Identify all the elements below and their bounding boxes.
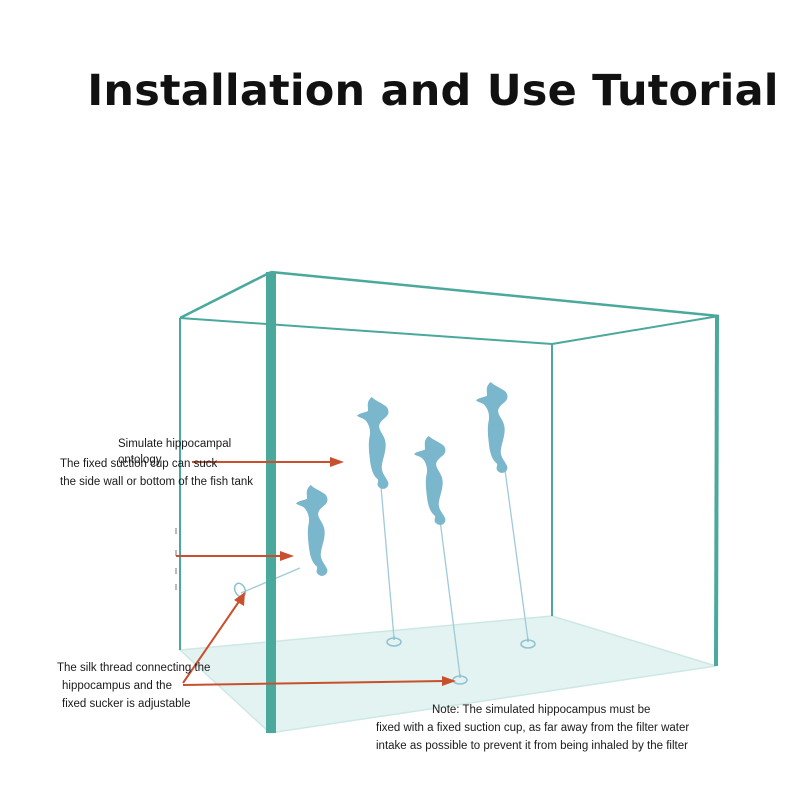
- label-simulate: Simulate hippocampal ontology: [118, 438, 232, 466]
- note-line-3: intake as possible to prevent it from be…: [376, 740, 688, 752]
- label-silk-3: fixed sucker is adjustable: [62, 698, 191, 710]
- tank-top-edges: [179, 270, 720, 320]
- label-suction-2: the side wall or bottom of the fish tank: [60, 476, 254, 488]
- label-silk-1: The silk thread connecting the: [57, 662, 211, 674]
- page-title: Installation and Use Tutorial: [87, 66, 779, 116]
- arrow-icon: [176, 457, 456, 686]
- label-suction-1: The fixed suction cup can suck: [60, 458, 218, 470]
- label-silk-2: hippocampus and the: [62, 680, 172, 692]
- tank-back-edges: [179, 315, 720, 650]
- note-line-2: fixed with a fixed suction cup, as far a…: [376, 722, 690, 734]
- note-line-1: Note: The simulated hippocampus must be: [432, 704, 651, 716]
- tank-right-post: [714, 315, 719, 667]
- silk-threads: [240, 469, 529, 677]
- seahorse-icon: [296, 382, 508, 576]
